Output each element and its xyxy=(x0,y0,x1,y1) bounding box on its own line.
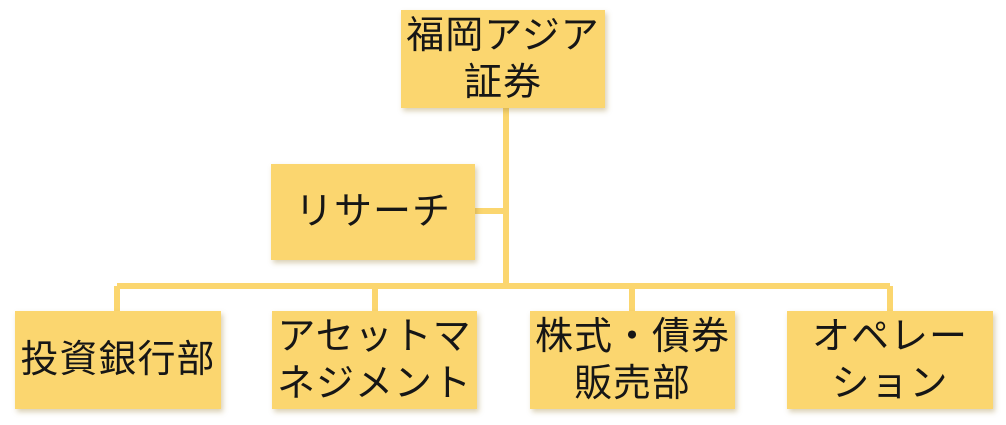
operations-node: オペレー ション xyxy=(787,311,993,409)
equity-bond-sales-node-label-line-1: 株式・債券 xyxy=(534,313,730,358)
equity-bond-sales-node: 株式・債券 販売部 xyxy=(530,311,735,409)
equity-bond-sales-node-label-line-2: 販売部 xyxy=(573,361,691,405)
investment-banking-node-label: 投資銀行部 xyxy=(20,337,216,382)
investment-banking-node: 投資銀行部 xyxy=(15,311,221,409)
asset-management-node-label-line-1: アセットマ xyxy=(277,313,472,358)
asset-management-node-label-line-2: ネジメント xyxy=(276,361,472,405)
asset-management-node: アセットマ ネジメント xyxy=(272,311,477,409)
root-node-label-line-2: 証券 xyxy=(463,60,542,104)
root-node-label-line-1: 福岡アジア xyxy=(406,12,600,57)
research-node: リサーチ xyxy=(271,164,475,260)
research-node-label: リサーチ xyxy=(294,189,451,234)
root-node-fukuoka-asia-securities: 福岡アジア 証券 xyxy=(401,10,605,108)
operations-node-label-line-2: ション xyxy=(831,361,949,405)
operations-node-label-line-1: オペレー xyxy=(811,313,968,358)
